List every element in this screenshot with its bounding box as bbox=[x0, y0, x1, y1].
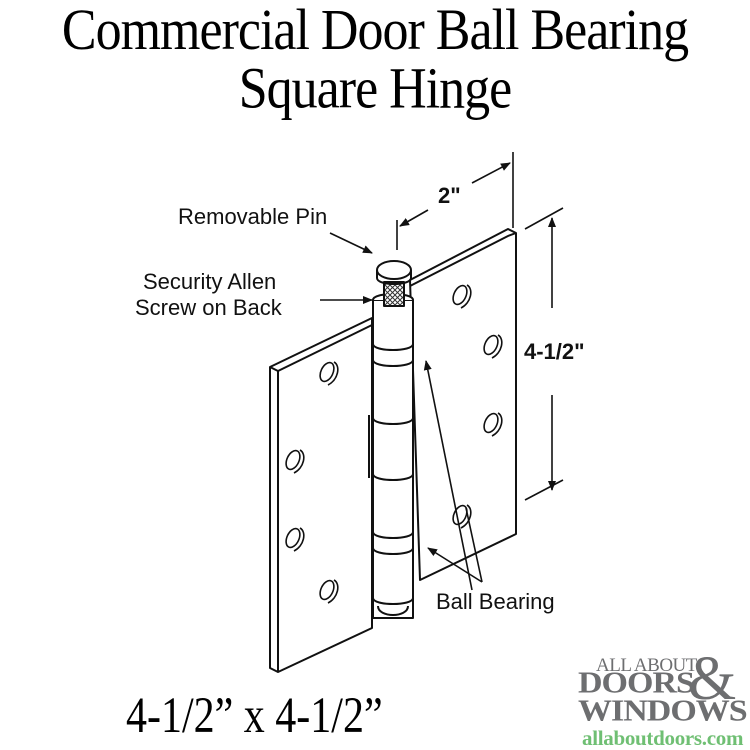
hinge-size-label: 4-1/2” x 4-1/2” bbox=[126, 688, 383, 744]
hinge-barrel bbox=[368, 293, 414, 619]
removable-pin bbox=[376, 260, 412, 307]
dimension-width-lines bbox=[396, 152, 514, 250]
dimension-width-label: 2" bbox=[438, 183, 461, 208]
logo-ampersand: & bbox=[688, 645, 737, 713]
callout-ball-bearing: Ball Bearing bbox=[436, 589, 555, 614]
screw-holes-right bbox=[452, 284, 503, 529]
logo-url: allaboutdoors.com bbox=[582, 726, 744, 750]
callout-removable-pin: Removable Pin bbox=[178, 204, 328, 229]
title-line-1: Commercial Door Ball Bearing bbox=[61, 0, 689, 63]
screw-holes-left bbox=[285, 361, 339, 604]
logo-line-windows: WINDOWS bbox=[578, 694, 748, 728]
product-title: Commercial Door Ball Bearing Square Hing… bbox=[0, 0, 750, 121]
left-hinge-leaf bbox=[269, 317, 373, 673]
callout-security-screw-line-2: Screw on Back bbox=[135, 295, 282, 320]
brand-logo: ALL ABOUT DOORS & WINDOWS allaboutdoors.… bbox=[578, 648, 748, 750]
title-line-2: Square Hinge bbox=[238, 56, 512, 121]
dimension-height-lines bbox=[524, 207, 564, 501]
logo-line-all-about: ALL ABOUT bbox=[596, 655, 697, 676]
dimension-height-label: 4-1/2" bbox=[524, 339, 585, 364]
logo-line-doors: DOORS bbox=[578, 666, 695, 700]
callout-arrows bbox=[320, 232, 483, 591]
right-hinge-leaf bbox=[409, 228, 517, 581]
callout-security-screw-line-1: Security Allen bbox=[143, 269, 277, 294]
